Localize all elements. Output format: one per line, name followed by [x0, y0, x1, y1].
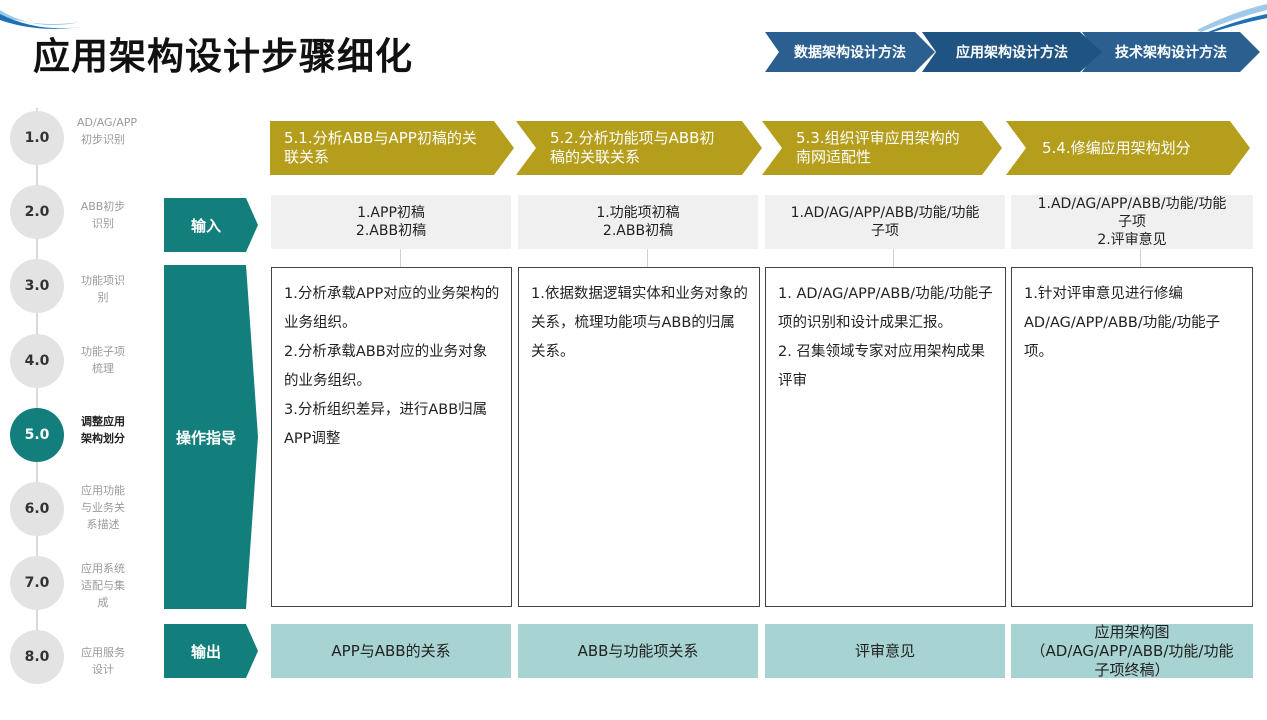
operation-item: 1.针对评审意见进行修编AD/AG/APP/ABB/功能/功能子项。	[1024, 286, 1221, 360]
corner-swoosh-right	[1197, 4, 1267, 34]
row-label-operation: 操作指导	[164, 265, 258, 609]
output-line: （AD/AG/APP/ABB/功能/功能	[1030, 641, 1234, 660]
column-header-5-3-line-1: 5.3.组织评审应用架构的	[796, 129, 960, 147]
input-box-5-1: 1.APP初稿 2.ABB初稿	[271, 195, 511, 249]
step-circle-7: 7.0	[10, 556, 64, 610]
input-line: 子项	[1118, 214, 1146, 230]
column-header-5-4-line-1: 5.4.修编应用架构划分	[1042, 138, 1191, 157]
column-header-5-3: 5.3.组织评审应用架构的南网适配性	[762, 121, 1002, 175]
step-label-1: AD/AG/APP初步识别	[77, 116, 138, 146]
input-line: 1.APP初稿	[357, 205, 425, 221]
operation-item: 3.分析组织差异，进行ABB归属APP调整	[284, 402, 488, 447]
input-line: 1.AD/AG/APP/ABB/功能/功能	[790, 205, 980, 221]
operation-box-5-4: 1.针对评审意见进行修编AD/AG/APP/ABB/功能/功能子项。	[1011, 267, 1253, 607]
column-header-5-2-line-1: 5.2.分析功能项与ABB初	[550, 129, 715, 147]
step-circle-6: 6.0	[10, 482, 64, 536]
operation-item: 2. 召集领域专家对应用架构成果评审	[778, 344, 985, 389]
operation-item: 1. AD/AG/APP/ABB/功能/功能子项的识别和设计成果汇报。	[778, 286, 993, 331]
row-label-output: 输出	[164, 624, 258, 678]
step-circle-2: 2.0	[10, 185, 64, 239]
column-header-5-1-line-2: 联关系	[284, 148, 330, 166]
output-line: 评审意见	[854, 641, 915, 660]
input-line: 2.ABB初稿	[355, 223, 427, 239]
input-line: 子项	[871, 223, 899, 239]
input-line: 1.功能项初稿	[596, 205, 680, 221]
output-line: 子项终稿）	[1094, 660, 1170, 679]
connector-2	[647, 249, 648, 267]
connector-3	[893, 249, 894, 267]
step-label-5-active: 调整应用架构划分	[81, 415, 125, 445]
output-line: ABB与功能项关系	[577, 641, 699, 660]
step-label-8: 应用服务设计	[81, 646, 125, 674]
output-box-5-1: APP与ABB的关系	[271, 624, 511, 678]
step-circle-3: 3.0	[10, 259, 64, 313]
operation-item: 2.分析承载ABB对应的业务对象的业务组织。	[284, 344, 488, 389]
input-box-5-2: 1.功能项初稿 2.ABB初稿	[518, 195, 758, 249]
output-box-5-4: 应用架构图 （AD/AG/APP/ABB/功能/功能 子项终稿）	[1011, 622, 1253, 679]
page-title: 应用架构设计步骤细化	[33, 35, 413, 78]
input-box-5-4: 1.AD/AG/APP/ABB/功能/功能 子项 2.评审意见	[1011, 195, 1253, 249]
step-circle-1: 1.0	[10, 111, 64, 165]
step-label-3: 功能项识别	[81, 274, 125, 304]
operation-item: 1.分析承载APP对应的业务架构的业务组织。	[284, 286, 500, 331]
column-header-5-2-line-2: 稿的关联关系	[550, 148, 641, 166]
step-label-6: 应用功能与业务关系描述	[81, 484, 125, 531]
input-line: 1.AD/AG/APP/ABB/功能/功能	[1037, 196, 1227, 212]
connector-4	[1140, 249, 1141, 267]
corner-swoosh-left	[0, 10, 88, 29]
column-header-5-2: 5.2.分析功能项与ABB初稿的关联关系	[516, 121, 762, 175]
operation-box-5-2: 1.依据数据逻辑实体和业务对象的关系，梳理功能项与ABB的归属关系。	[518, 267, 760, 607]
output-box-5-2: ABB与功能项关系	[518, 624, 758, 678]
output-line: 应用架构图	[1094, 622, 1170, 641]
output-line: APP与ABB的关系	[331, 641, 451, 660]
operation-item: 1.依据数据逻辑实体和业务对象的关系，梳理功能项与ABB的归属关系。	[531, 286, 748, 360]
timeline-line	[36, 108, 38, 674]
step-label-2: ABB初步识别	[80, 200, 126, 230]
step-circle-8: 8.0	[10, 630, 64, 684]
output-box-5-3: 评审意见	[765, 624, 1005, 678]
column-header-5-1: 5.1.分析ABB与APP初稿的关联关系	[270, 121, 514, 175]
input-line: 2.ABB初稿	[602, 223, 674, 239]
input-line: 2.评审意见	[1097, 232, 1167, 248]
connector-1	[400, 249, 401, 267]
breadcrumb-data-architecture[interactable]: 数据架构设计方法	[765, 32, 935, 72]
column-header-5-4: 5.4.修编应用架构划分	[1006, 121, 1250, 175]
breadcrumb-technology-architecture[interactable]: 技术架构设计方法	[1082, 32, 1260, 72]
operation-box-5-1: 1.分析承载APP对应的业务架构的业务组织。 2.分析承载ABB对应的业务对象的…	[271, 267, 512, 607]
row-label-input: 输入	[164, 198, 258, 252]
step-label-4: 功能子项梳理	[81, 345, 125, 375]
step-circle-4: 4.0	[10, 334, 64, 388]
breadcrumb-application-architecture[interactable]: 应用架构设计方法	[922, 32, 1102, 72]
column-header-5-1-line-1: 5.1.分析ABB与APP初稿的关	[284, 129, 477, 147]
step-label-7: 应用系统适配与集成	[81, 562, 125, 609]
step-circle-5-active: 5.0	[10, 408, 64, 462]
column-header-5-3-line-2: 南网适配性	[796, 148, 872, 166]
input-box-5-3: 1.AD/AG/APP/ABB/功能/功能 子项	[765, 195, 1005, 249]
operation-box-5-3: 1. AD/AG/APP/ABB/功能/功能子项的识别和设计成果汇报。 2. 召…	[765, 267, 1006, 607]
